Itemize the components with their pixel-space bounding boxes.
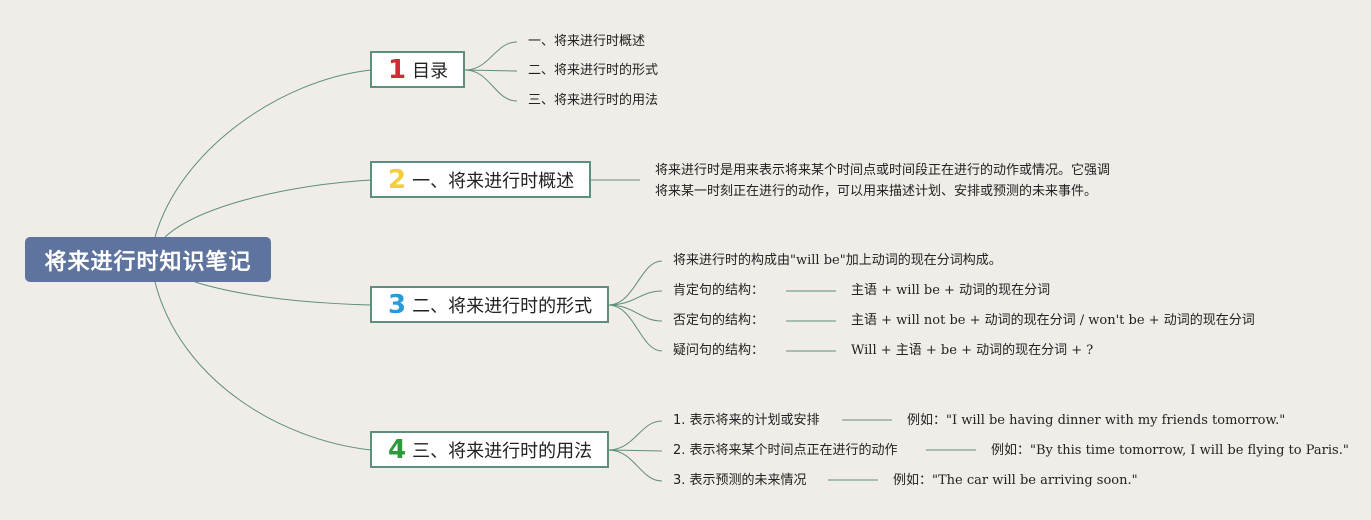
toc-item[interactable]: 三、将来进行时的用法 <box>528 93 659 108</box>
branch-toc[interactable]: 1 目录 <box>370 51 465 88</box>
branch-forms[interactable]: 3 二、将来进行时的形式 <box>370 286 609 323</box>
link-b3-c4 <box>607 304 663 352</box>
link-b1-c3 <box>464 69 518 102</box>
branch-number: 4 <box>388 434 407 465</box>
usage-example: 例如："I will be having dinner with my frie… <box>907 413 1286 428</box>
forms-row-value: 主语 + will not be + 动词的现在分词 / won't be + … <box>851 313 1255 328</box>
toc-item[interactable]: 一、将来进行时概述 <box>528 34 646 49</box>
usage-example: 例如："By this time tomorrow, I will be fly… <box>991 443 1349 458</box>
link-b1-c1 <box>464 41 518 71</box>
overview-line: 将来某一时刻正在进行的动作，可以用来描述计划、安排或预测的未来事件。 <box>655 184 1098 199</box>
forms-row-label: 疑问句的结构： <box>673 343 765 358</box>
branch-label: 二、将来进行时的形式 <box>412 295 593 317</box>
link-b4-c1 <box>607 420 663 451</box>
link-root-b2 <box>164 179 372 238</box>
branch-label: 目录 <box>412 60 449 82</box>
usage-example: 例如："The car will be arriving soon." <box>893 473 1138 488</box>
link-b3-c2 <box>607 290 663 306</box>
link-b3-c3 <box>607 304 663 322</box>
branch-label: 三、将来进行时的用法 <box>412 440 593 462</box>
usage-row-label: 1. 表示将来的计划或安排 <box>673 413 820 428</box>
branch-label: 一、将来进行时概述 <box>412 170 575 192</box>
link-b3-c1 <box>607 260 663 306</box>
overview-line: 将来进行时是用来表示将来某个时间点或时间段正在进行的动作或情况。它强调 <box>655 163 1111 178</box>
branch-overview[interactable]: 2 一、将来进行时概述 <box>370 161 591 198</box>
forms-row-value: Will + 主语 + be + 动词的现在分词 + ? <box>851 343 1094 358</box>
toc-item[interactable]: 二、将来进行时的形式 <box>528 63 659 78</box>
branch-number: 3 <box>388 289 407 320</box>
forms-intro: 将来进行时的构成由"will be"加上动词的现在分词构成。 <box>673 253 1002 268</box>
root-topic[interactable]: 将来进行时知识笔记 <box>25 237 271 282</box>
link-root-b1 <box>154 69 372 238</box>
branch-number: 2 <box>388 164 407 195</box>
link-b4-c2 <box>607 449 663 452</box>
usage-row-label: 3. 表示预测的未来情况 <box>673 473 807 488</box>
link-b4-c3 <box>607 449 663 482</box>
forms-row-label: 肯定句的结构： <box>673 283 765 298</box>
link-b1-c2 <box>464 69 518 72</box>
link-root-b4 <box>154 281 372 451</box>
link-root-b3 <box>194 281 372 306</box>
branch-number: 1 <box>388 54 407 85</box>
usage-row-label: 2. 表示将来某个时间点正在进行的动作 <box>673 443 898 458</box>
root-topic-label: 将来进行时知识笔记 <box>44 249 252 275</box>
branch-usage[interactable]: 4 三、将来进行时的用法 <box>370 431 609 468</box>
forms-row-label: 否定句的结构： <box>673 313 765 328</box>
forms-row-value: 主语 + will be + 动词的现在分词 <box>851 283 1051 298</box>
